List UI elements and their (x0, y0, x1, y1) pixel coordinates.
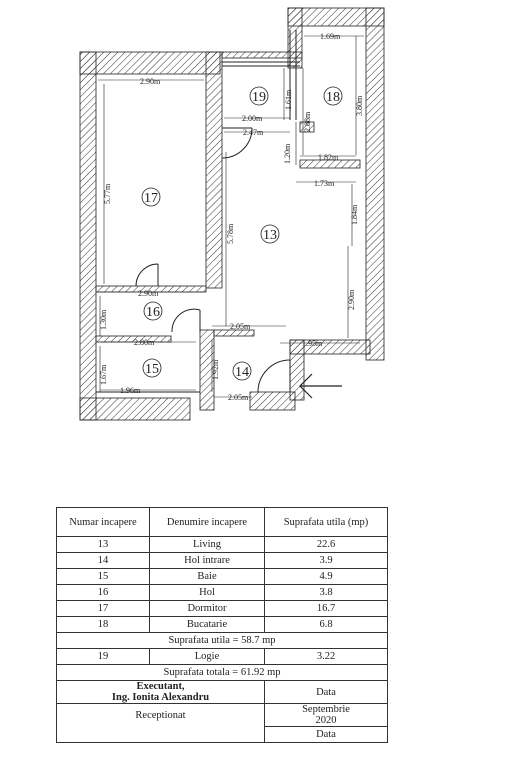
data-label-2: Data (264, 726, 388, 743)
dim-2-90-right: 2.90m (347, 289, 356, 310)
walls (79, 7, 385, 421)
dim-1-61: 1.61m (284, 89, 293, 110)
dim-1-96: 1.96m (120, 386, 141, 395)
table-row: 15 Baie 4.9 (56, 568, 388, 585)
dim-1-84: 1.84m (350, 204, 359, 225)
col-header-name: Denumire incapere (149, 507, 265, 537)
data-label: Data (264, 680, 388, 704)
date-year: 2020 (315, 715, 337, 726)
dim-5-78: 5.78m (226, 223, 235, 244)
total-util-row: Suprafata utila = 58.7 mp (56, 632, 388, 649)
surface-table: Numar incapere Denumire incapere Suprafa… (56, 507, 388, 743)
dim-1-67: 1.67m (99, 364, 108, 385)
data-row-2: Data (57, 726, 388, 743)
interior-lines (96, 30, 300, 393)
date-month: Septembrie (302, 704, 350, 715)
room-labels: 17 13 19 18 16 15 14 (141, 86, 343, 381)
room-name: Living (149, 536, 265, 553)
room-area: 16.7 (264, 600, 388, 617)
dim-1-30: 1.30m (99, 309, 108, 330)
dim-2-80: 2.80m (134, 338, 155, 347)
room-area: 22.6 (264, 536, 388, 553)
room-area: 3.8 (264, 584, 388, 601)
room-17-label: 17 (144, 191, 158, 206)
room-number: 15 (56, 568, 150, 585)
floor-plan: 17 13 19 18 16 15 14 (79, 7, 385, 421)
table-row: 18 Bucatarie 6.8 (56, 616, 388, 633)
col-header-area: Suprafata utila (mp) (264, 507, 388, 537)
room-name: Hol intrare (149, 552, 265, 569)
table-row: 19 Logie 3.22 (56, 648, 388, 665)
room-16-label: 16 (146, 305, 160, 320)
room-number: 18 (56, 616, 150, 633)
table-header-row: Numar incapere Denumire incapere Suprafa… (56, 507, 388, 537)
room-number: 13 (56, 536, 150, 553)
dim-2-47: 2.47m (243, 128, 264, 137)
room-18-label: 18 (326, 90, 340, 105)
dim-2-05-b: 2.05m (228, 393, 249, 402)
room-area: 3.9 (264, 552, 388, 569)
room-number: 19 (56, 648, 150, 665)
dimension-lines (98, 35, 364, 398)
col-header-number: Numar incapere (56, 507, 150, 537)
room-13-label: 13 (263, 228, 277, 243)
room-number: 16 (56, 584, 150, 601)
room-15-label: 15 (145, 362, 159, 377)
receptionat: Receptionat (56, 703, 265, 743)
room-name: Dormitor (149, 600, 265, 617)
room-area: 3.22 (264, 648, 388, 665)
room-number: 17 (56, 600, 150, 617)
executant-row: Executant, Ing. Ionita Alexandru Data (56, 680, 388, 704)
executant-name: Ing. Ionita Alexandru (111, 692, 210, 703)
total-util: Suprafata utila = 58.7 mp (56, 632, 388, 649)
entry-arrow-icon (299, 373, 342, 399)
dim-1-95: 1.95m (302, 339, 323, 348)
room-name: Hol (149, 584, 265, 601)
dim-1-92: 1.92m (211, 359, 220, 380)
executant-title: Executant, (136, 681, 185, 692)
table-row: 16 Hol 3.8 (56, 584, 388, 601)
dim-3-80: 3.80m (355, 95, 364, 116)
room-14-label: 14 (235, 365, 249, 380)
dim-2-90-top: 2.90m (140, 77, 161, 86)
executant: Executant, Ing. Ionita Alexandru (56, 680, 265, 704)
dim-2-00: 2.00m (242, 114, 263, 123)
dim-2-88: 2.88m (303, 111, 312, 132)
room-area: 4.9 (264, 568, 388, 585)
receptionat-row: Receptionat Septembrie 2020 (56, 703, 388, 743)
room-19-label: 19 (252, 90, 266, 105)
dim-2-05-a: 2.05m (230, 322, 251, 331)
dim-1-73: 1.73m (314, 179, 335, 188)
date-cell: Septembrie 2020 (264, 703, 388, 727)
total-row: Suprafata totala = 61.92 mp (56, 664, 388, 681)
table-row: 13 Living 22.6 (56, 536, 388, 553)
dim-5-77: 5.77m (103, 183, 112, 204)
room-area: 6.8 (264, 616, 388, 633)
table-row: 17 Dormitor 16.7 (56, 600, 388, 617)
room-name: Bucatarie (149, 616, 265, 633)
dim-1-82: 1.82m (318, 153, 339, 162)
room-name: Logie (149, 648, 265, 665)
total-surface: Suprafata totala = 61.92 mp (56, 664, 388, 681)
table-row: 14 Hol intrare 3.9 (56, 552, 388, 569)
dim-1-20: 1.20m (283, 143, 292, 164)
dim-1-69: 1.69m (320, 32, 341, 41)
dim-2-90-mid: 2.90m (138, 289, 159, 298)
room-number: 14 (56, 552, 150, 569)
room-name: Baie (149, 568, 265, 585)
